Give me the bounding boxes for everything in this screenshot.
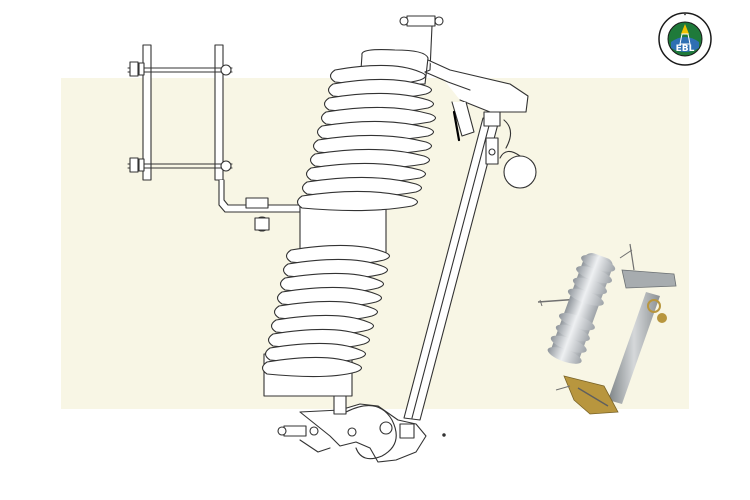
fuse-cutout-photo [537, 243, 677, 415]
company-logo: EBL [658, 12, 712, 66]
fuse-tube [403, 111, 501, 421]
logo-text: EBL [676, 44, 695, 54]
bottom-hinge-assembly [277, 395, 446, 463]
insulator-sheds [261, 64, 437, 378]
mounting-bracket [127, 44, 301, 232]
top-contact-assembly [399, 15, 537, 189]
